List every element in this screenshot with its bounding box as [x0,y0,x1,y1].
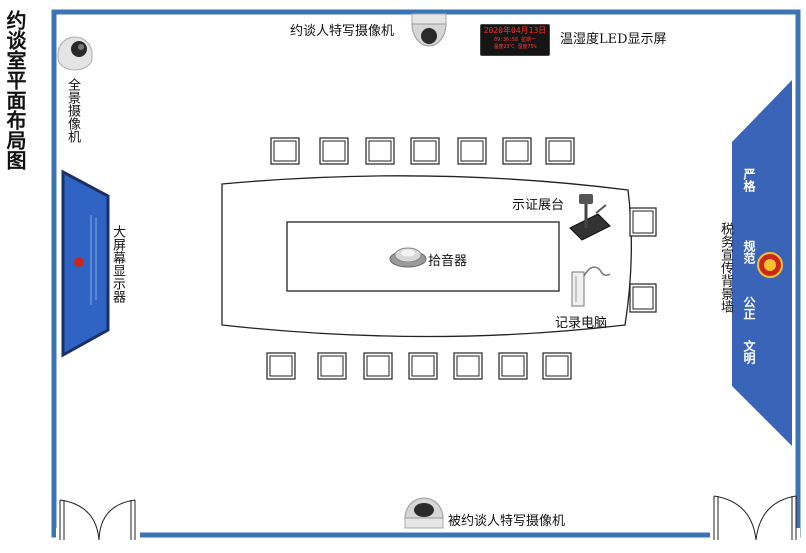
chair [363,352,393,380]
label-record-computer: 记录电脑 [555,316,608,331]
microphone-icon [389,247,427,268]
interviewer-camera-icon [411,13,447,47]
chair-right [629,283,657,313]
wall-slogan-1: 严格 [742,168,756,192]
led-line-time: 09:36:58 星期一 [493,37,537,43]
chair [408,352,438,380]
led-line-env: 温度23℃ 湿度75% [493,44,537,50]
chair [319,137,349,165]
chair [453,352,483,380]
chair [457,137,487,165]
door-right [713,495,797,541]
chair [498,352,528,380]
page-title: 约谈室平面布局图 [3,10,27,170]
chair [542,352,572,380]
chair [410,137,440,165]
door-left [59,499,136,541]
wall-slogan-4: 文明 [742,340,756,364]
label-large-screen: 大屏幕显示器 [110,225,125,303]
chair [266,352,296,380]
label-background-wall: 税务宣传背景墙 [718,222,733,313]
label-interviewee-camera: 被约谈人特写摄像机 [448,514,566,529]
label-document-camera: 示证展台 [512,198,565,213]
large-screen [61,169,110,358]
chair [545,137,575,165]
label-panorama-camera: 全景摄像机 [65,78,80,143]
wall-slogan-3: 公正 [742,296,756,320]
tax-emblem [757,252,783,278]
document-camera-icon [569,194,611,241]
led-display: 2020年04月13日 09:36:58 星期一 温度23℃ 湿度75% [480,24,550,56]
wall-slogan-2: 规范 [742,240,756,264]
top-chairs [270,137,575,165]
chair [365,137,395,165]
chair [270,137,300,165]
bottom-chairs [266,352,572,380]
label-microphone: 拾音器 [428,254,468,269]
record-computer-icon [571,266,611,307]
interviewee-camera-icon [404,497,444,529]
screen-emblem [74,257,84,267]
chair [502,137,532,165]
led-line-date: 2020年04月13日 [483,26,547,35]
label-led-display: 温湿度LED显示屏 [560,32,667,47]
room-wall [51,9,801,538]
label-interviewer-camera: 约谈人特写摄像机 [290,24,395,39]
chair [317,352,347,380]
chair-right [629,207,657,237]
panorama-camera-icon [57,36,93,71]
